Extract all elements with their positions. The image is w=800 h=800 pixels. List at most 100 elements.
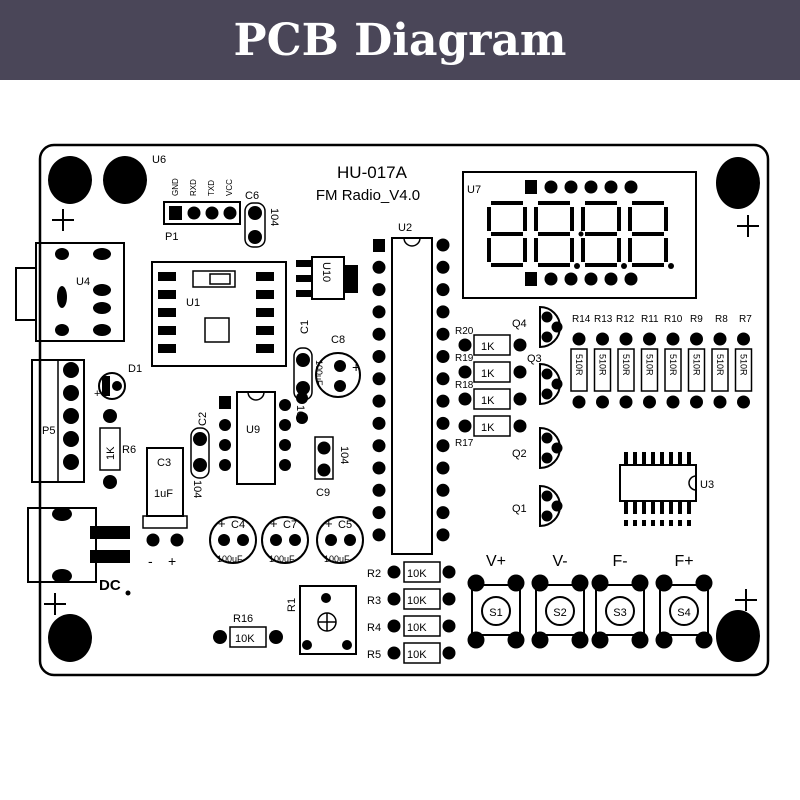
c8-value: 100uF	[314, 360, 324, 386]
label-u2: U2	[398, 222, 412, 234]
label-c6: C6	[245, 190, 259, 202]
resistor-510r-value: 510R	[739, 354, 749, 376]
button-label: F+	[674, 553, 693, 570]
c9-capacitor	[314, 436, 334, 480]
label-r4: R4	[367, 622, 381, 634]
c3-value: 1uF	[154, 488, 173, 500]
capacitor-c4	[209, 516, 257, 564]
label-r16: R16	[233, 613, 253, 625]
r1-potentiometer	[299, 585, 357, 655]
resistor-10k-4: 10K	[387, 615, 456, 637]
corner-cross-tl	[52, 209, 74, 231]
resistor-1k-value: 1K	[481, 422, 495, 434]
label-r10: R10	[664, 314, 683, 325]
resistor-510r-1: 510R	[570, 332, 588, 409]
label-r6: R6	[122, 444, 136, 456]
label-c2: C2	[197, 412, 209, 426]
resistor-510r-3: 510R	[617, 332, 635, 409]
u7-display	[462, 171, 697, 299]
label-u3: U3	[700, 479, 714, 491]
seven-seg-digits	[487, 201, 668, 267]
c4-value: 100uF	[217, 554, 243, 564]
mount-hole-tl1	[48, 156, 92, 204]
resistor-10k-2: 10K	[387, 561, 456, 583]
label-r11: R11	[641, 314, 659, 325]
c5-value: 100uF	[324, 554, 350, 564]
page-title: PCB Diagram	[0, 0, 800, 80]
resistor-10k-value: 10K	[407, 649, 427, 661]
resistor-1k-4: 1K	[458, 415, 527, 437]
button-s3[interactable]: F-S3	[591, 553, 649, 649]
p1-pin-rxd: RXD	[189, 179, 198, 196]
resistor-510r-value: 510R	[715, 354, 725, 376]
label-u6: U6	[152, 154, 166, 166]
label-q3: Q3	[527, 353, 542, 365]
p1-pin-vcc: VCC	[225, 179, 234, 196]
mount-hole-tr	[716, 157, 760, 209]
c3-plus: +	[168, 553, 176, 569]
resistor-10k-value: 10K	[407, 568, 427, 580]
r6-resistor	[99, 427, 121, 471]
board-subtitle: FM Radio_V4.0	[316, 187, 420, 204]
transistor-q2	[539, 426, 563, 470]
corner-cross-tr	[737, 215, 759, 237]
resistor-10k-value: 10K	[407, 622, 427, 634]
label-c5: C5	[338, 519, 352, 531]
u1-module	[151, 261, 287, 367]
resistor-10k-value: 10K	[407, 595, 427, 607]
mount-hole-br	[716, 610, 760, 662]
label-dc: DC	[99, 577, 121, 594]
label-r8: R8	[715, 314, 728, 325]
c6-value: 104	[268, 208, 280, 226]
label-c8: C8	[331, 334, 345, 346]
button-id: S3	[613, 607, 626, 619]
button-label: V-	[552, 553, 567, 570]
mount-hole-bl	[48, 614, 92, 662]
resistor-1k-value: 1K	[481, 395, 495, 407]
resistor-510r-value: 510R	[692, 354, 702, 376]
u9-chip	[236, 391, 276, 485]
transistor-q1	[539, 484, 563, 528]
resistor-10k-3: 10K	[387, 588, 456, 610]
label-u1: U1	[186, 297, 200, 309]
button-label: V+	[486, 553, 506, 570]
c8-capacitor	[315, 352, 361, 398]
label-r13: R13	[594, 314, 613, 325]
label-r7: R7	[739, 314, 752, 325]
label-p1: P1	[165, 231, 178, 243]
capacitor-c7	[261, 516, 309, 564]
c2-value: 104	[191, 480, 203, 498]
resistor-510r-value: 510R	[574, 354, 584, 376]
resistor-510r-value: 510R	[598, 354, 608, 376]
button-s1[interactable]: V+ S1	[467, 553, 525, 649]
label-r2: R2	[367, 568, 381, 580]
svg-text:+: +	[94, 388, 100, 400]
button-s2[interactable]: V- S2	[531, 553, 589, 649]
label-r1: R1	[286, 598, 298, 612]
button-id: S1	[489, 607, 502, 619]
label-r14: R14	[572, 314, 591, 325]
c3-minus: -	[148, 553, 153, 569]
corner-cross-bl	[44, 593, 66, 615]
u3-chip	[619, 464, 697, 502]
label-u9: U9	[246, 424, 260, 436]
mount-hole-tl2	[103, 156, 147, 204]
label-r9: R9	[690, 314, 703, 325]
d1-led	[98, 372, 126, 400]
c7-value: 100uF	[269, 554, 295, 564]
label-c7: C7	[283, 519, 297, 531]
label-c3: C3	[157, 457, 171, 469]
label-d1: D1	[128, 363, 142, 375]
resistor-510r-4: 510R	[640, 332, 659, 409]
r16-resistor	[229, 626, 267, 648]
label-r5: R5	[367, 649, 381, 661]
svg-text:+: +	[218, 516, 226, 531]
resistor-1k-value: 1K	[481, 341, 495, 353]
label-r12: R12	[616, 314, 635, 325]
corner-cross-br	[735, 589, 757, 611]
r6-value: 1K	[105, 446, 117, 460]
resistor-510r-value: 510R	[645, 354, 655, 376]
button-id: S2	[553, 607, 566, 619]
button-s4[interactable]: F+S4	[655, 553, 713, 649]
